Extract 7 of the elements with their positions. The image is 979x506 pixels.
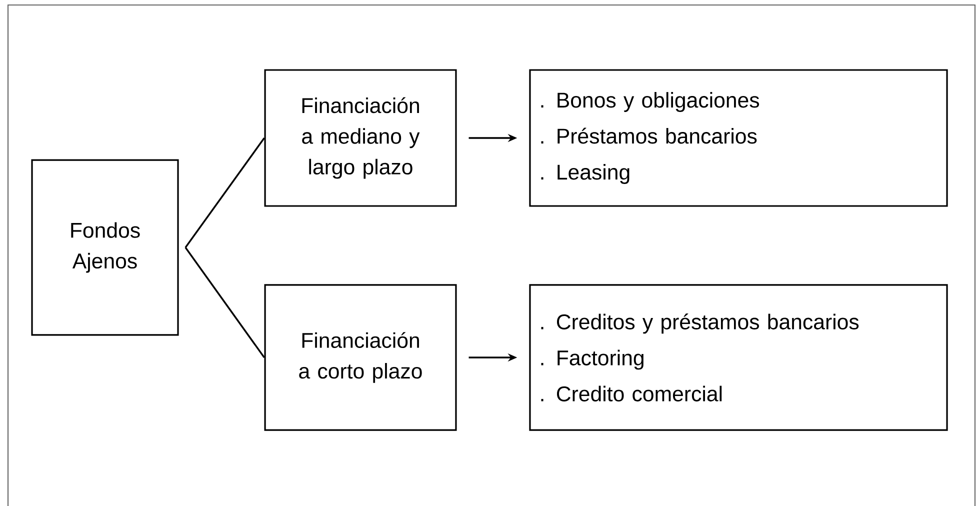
list-box: . Bonos y obligaciones . Préstamos bancarios . Leasing <box>529 69 948 207</box>
list-box: . Creditos y préstamos bancarios . Factoring . Credito comercial <box>529 284 948 431</box>
process-box: Financiación a corto plazo <box>264 284 457 431</box>
connector-line <box>184 247 265 358</box>
process-box: Fondos Ajenos <box>31 159 179 336</box>
connector-line <box>184 137 265 248</box>
process-box: Financiación a mediano y largo plazo <box>264 69 457 207</box>
